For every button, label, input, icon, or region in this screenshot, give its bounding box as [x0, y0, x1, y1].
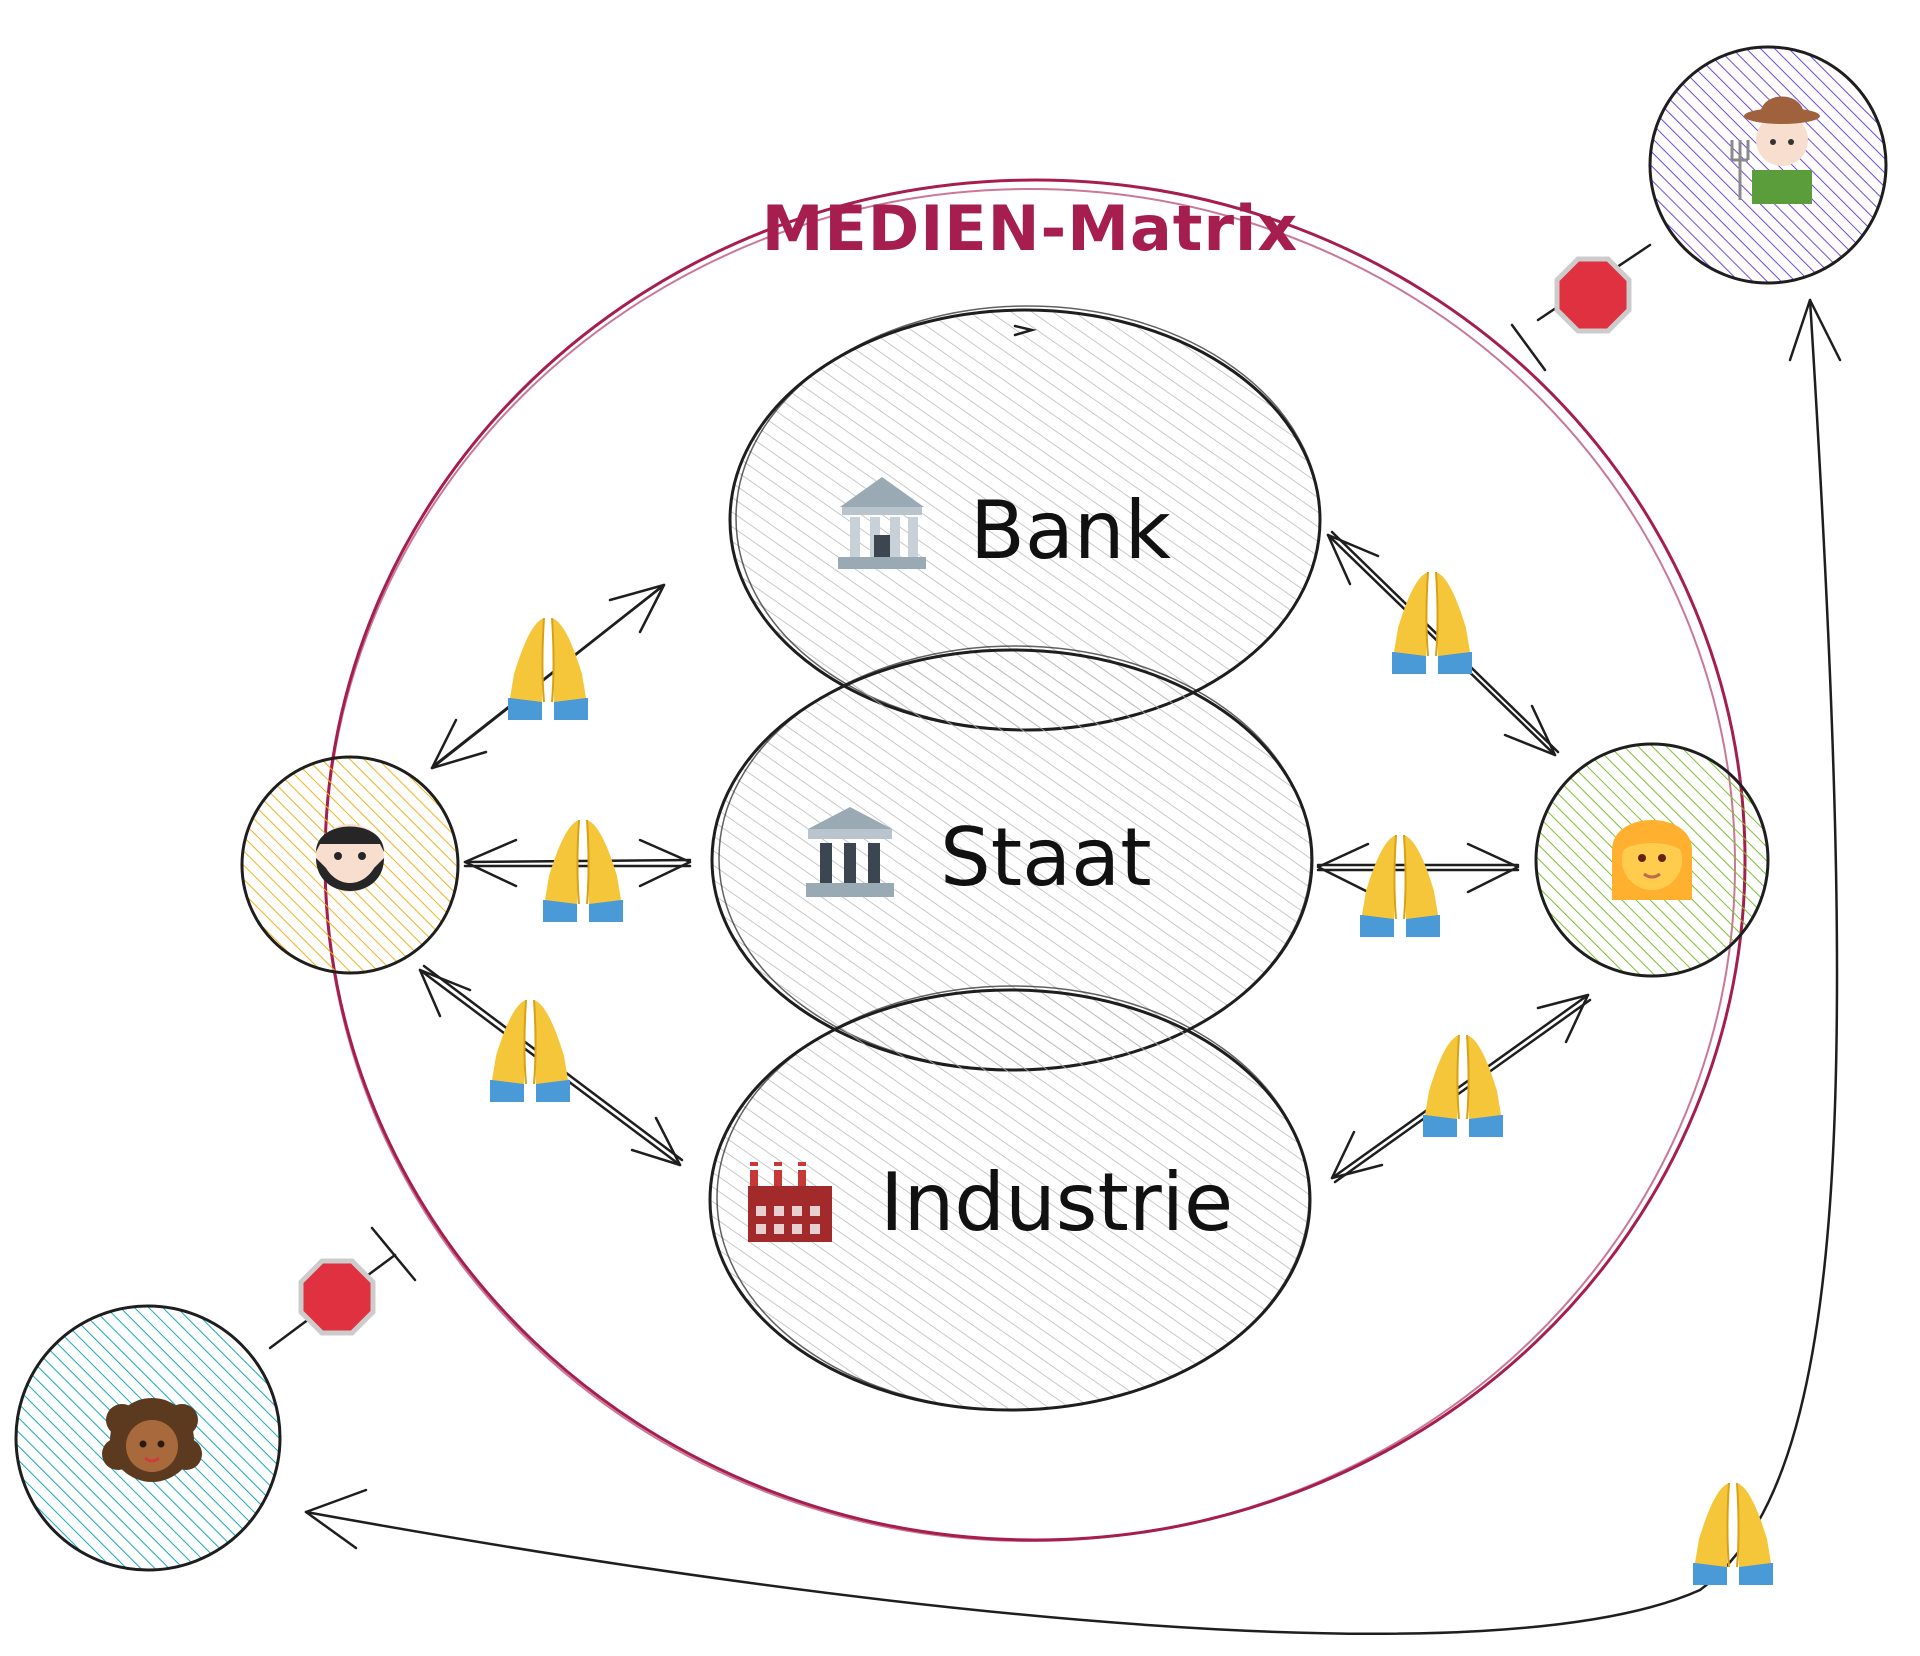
curly-hair-woman-icon — [102, 1398, 202, 1482]
folded-hands-icon — [1422, 1034, 1504, 1138]
farmer-icon — [1730, 96, 1820, 204]
stop-sign-icon — [301, 1261, 373, 1333]
staat-label: Staat — [940, 811, 1152, 904]
folded-hands-icon — [1692, 1482, 1774, 1586]
matrix-title: MEDIEN-Matrix — [762, 192, 1299, 265]
bank-label: Bank — [970, 484, 1172, 577]
government-icon — [806, 807, 894, 897]
factory-icon — [748, 1162, 832, 1242]
industrie-node — [708, 985, 1312, 1412]
bearded-man-icon — [316, 824, 384, 892]
folded-hands-icon — [507, 617, 589, 721]
folded-hands-icon — [1359, 834, 1441, 938]
farmer-node — [1648, 45, 1888, 285]
folded-hands-icon — [1391, 571, 1473, 675]
woman-icon — [1612, 820, 1692, 900]
bank-icon — [838, 477, 926, 569]
stop-sign-icon — [1557, 259, 1629, 331]
industrie-label: Industrie — [880, 1156, 1233, 1249]
folded-hands-icon — [542, 819, 624, 923]
